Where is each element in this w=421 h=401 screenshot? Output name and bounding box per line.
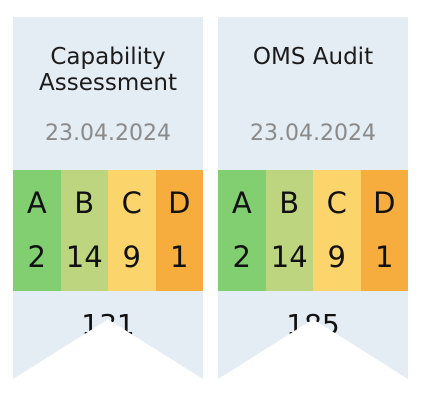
grade-column-b: B 14 (265, 170, 313, 291)
grade-column-a: A 2 (218, 170, 266, 291)
grade-count: 2 (232, 240, 251, 275)
card-title: Capability Assessment (39, 44, 177, 96)
grade-column-c: C 9 (108, 170, 156, 291)
grade-count: 9 (327, 240, 346, 275)
card-date: 23.04.2024 (45, 121, 171, 146)
grade-column-d: D 1 (360, 170, 408, 291)
grade-letter: B (74, 185, 95, 220)
card-title: OMS Audit (252, 44, 374, 70)
card-total: 185 (286, 308, 340, 341)
card-total: 131 (81, 308, 135, 341)
capability-assessment-card[interactable]: Capability Assessment 23.04.2024 A 2 B 1… (13, 17, 203, 379)
card-date: 23.04.2024 (250, 121, 376, 146)
grade-count: 1 (170, 240, 189, 275)
grade-count: 14 (270, 240, 308, 275)
grade-letter: C (121, 185, 142, 220)
grade-grid: A 2 B 14 C 9 D 1 (13, 170, 203, 291)
oms-audit-card[interactable]: OMS Audit 23.04.2024 A 2 B 14 C 9 D 1 18… (218, 17, 408, 379)
grade-letter: D (168, 185, 191, 220)
grade-column-a: A 2 (13, 170, 61, 291)
grade-column-b: B 14 (60, 170, 108, 291)
grade-letter: B (279, 185, 300, 220)
grade-count: 2 (27, 240, 46, 275)
grade-letter: A (231, 185, 252, 220)
grade-column-d: D 1 (155, 170, 203, 291)
grade-letter: A (26, 185, 47, 220)
grade-count: 14 (65, 240, 103, 275)
grade-count: 9 (122, 240, 141, 275)
grade-letter: C (326, 185, 347, 220)
grade-count: 1 (375, 240, 394, 275)
grade-column-c: C 9 (313, 170, 361, 291)
grade-letter: D (373, 185, 396, 220)
grade-grid: A 2 B 14 C 9 D 1 (218, 170, 408, 291)
